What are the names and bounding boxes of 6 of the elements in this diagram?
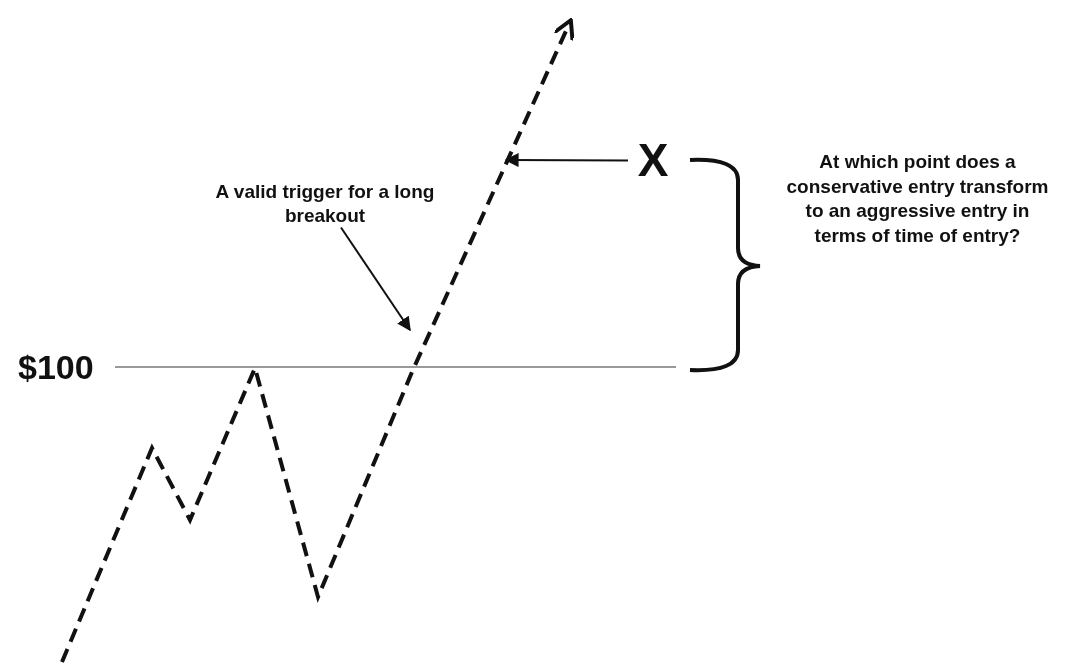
leader-line [340,226,411,332]
question-text: At which point does a conservative entry transform to an aggressive entry in terms of time of entry? [785,150,1050,249]
point-marker-label: X [628,132,678,190]
annotation-text: A valid trigger for a long breakout [210,180,440,228]
price-level-label: $100 [18,347,95,388]
leader-line [504,153,629,168]
